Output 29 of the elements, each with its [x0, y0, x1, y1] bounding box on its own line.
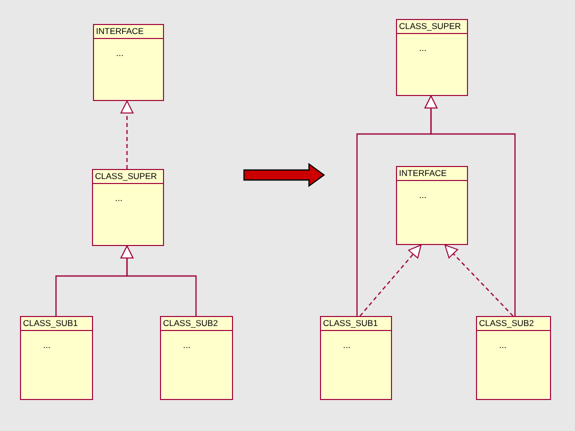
class-members: ... — [43, 341, 52, 350]
class-box — [396, 166, 468, 245]
class-name: INTERFACE — [96, 27, 144, 36]
class-name: CLASS_SUB1 — [23, 319, 78, 328]
class-members: ... — [419, 44, 428, 53]
class-members: ... — [419, 191, 428, 200]
class-members: ... — [183, 341, 192, 350]
class-box — [320, 316, 392, 400]
inheritance-arrow — [424, 96, 516, 316]
class-box — [93, 24, 164, 101]
class-box — [476, 316, 551, 400]
class-box — [396, 19, 468, 96]
inheritance-arrow — [120, 246, 197, 316]
class-name: CLASS_SUB2 — [163, 319, 218, 328]
class-name: CLASS_SUB1 — [323, 319, 378, 328]
class-name: CLASS_SUB2 — [479, 319, 534, 328]
class-members: ... — [499, 341, 508, 350]
class-box — [160, 316, 233, 400]
class-box — [92, 169, 164, 246]
dashed-realization-arrow — [360, 244, 422, 316]
dashed-realization-arrow — [444, 244, 514, 316]
class-name: INTERFACE — [399, 169, 447, 178]
dashed-realization-arrow — [120, 100, 134, 169]
class-members: ... — [115, 194, 124, 203]
class-members: ... — [343, 341, 352, 350]
class-name: CLASS_SUPER — [399, 22, 461, 31]
class-members: ... — [116, 49, 125, 58]
class-name: CLASS_SUPER — [95, 172, 157, 181]
class-box — [20, 316, 93, 400]
